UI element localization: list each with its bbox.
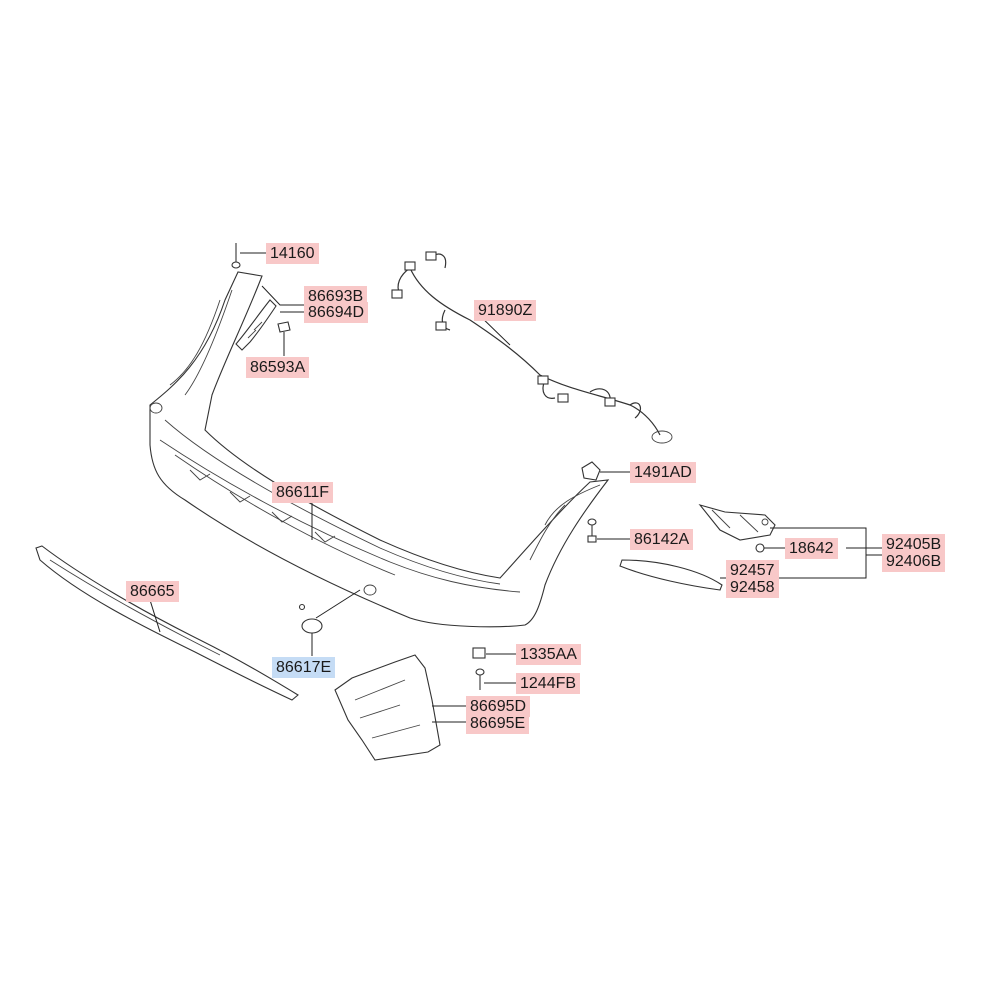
label-86695E[interactable]: 86695E — [466, 713, 530, 734]
wiring-harness[interactable] — [391, 251, 673, 444]
rear-bumper-cover[interactable] — [149, 271, 610, 628]
label-91890Z[interactable]: 91890Z — [474, 300, 537, 321]
tow-hook-cap[interactable] — [298, 603, 323, 634]
label-1244FB[interactable]: 1244FB — [516, 673, 581, 694]
label-86693B[interactable]: 86693B — [304, 286, 368, 307]
clip-1491AD[interactable] — [581, 461, 601, 481]
screw-1244FB[interactable] — [475, 668, 485, 690]
screw-14160[interactable] — [231, 243, 241, 269]
label-86695D[interactable]: 86695D — [466, 696, 531, 717]
label-92405B[interactable]: 92405B — [882, 534, 946, 555]
label-92458[interactable]: 92458 — [726, 577, 779, 598]
reflector-housing[interactable] — [698, 504, 776, 541]
label-86617E[interactable]: 86617E — [272, 657, 336, 678]
label-86611F[interactable]: 86611F — [272, 482, 334, 503]
label-92457[interactable]: 92457 — [726, 560, 779, 581]
side-bracket[interactable] — [235, 299, 277, 351]
label-86665[interactable]: 86665 — [126, 581, 179, 602]
label-92406B[interactable]: 92406B — [882, 551, 946, 572]
label-1491AD[interactable]: 1491AD — [630, 462, 696, 483]
splash-shield[interactable] — [334, 654, 441, 761]
screw-86142A[interactable] — [587, 518, 597, 543]
label-86142A[interactable]: 86142A — [630, 529, 694, 550]
label-18642[interactable]: 18642 — [785, 538, 838, 559]
label-86694D[interactable]: 86694D — [304, 302, 369, 323]
leader-lines — [149, 252, 882, 723]
lower-valance[interactable] — [35, 545, 299, 701]
clip-86593A[interactable] — [277, 321, 291, 333]
label-14160[interactable]: 14160 — [266, 243, 319, 264]
label-86593A[interactable]: 86593A — [246, 357, 310, 378]
bulb-18642[interactable] — [755, 543, 785, 553]
label-1335AA[interactable]: 1335AA — [516, 644, 581, 665]
bolt-1335AA[interactable] — [472, 647, 486, 659]
reflector-lens[interactable] — [619, 559, 723, 591]
